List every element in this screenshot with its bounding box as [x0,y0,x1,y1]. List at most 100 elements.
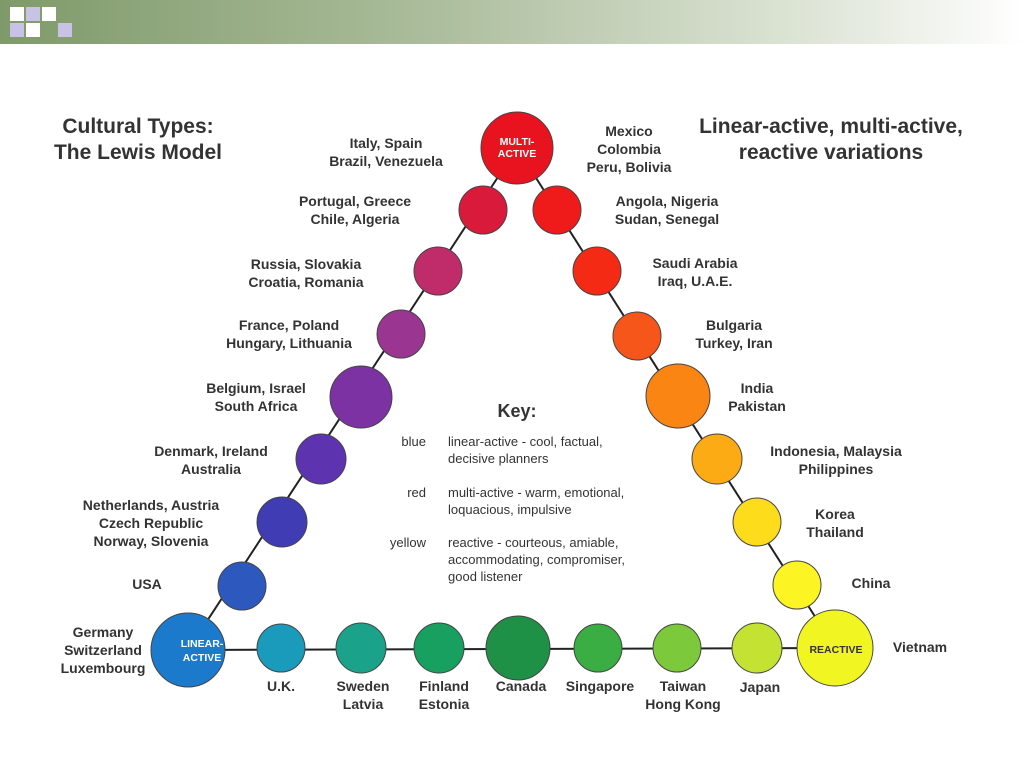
country-label-line: Peru, Bolivia [587,159,672,175]
key-description-line: loquacious, impulsive [448,502,572,517]
culture-node [772,560,822,610]
culture-node [691,433,743,485]
country-label-line: Norway, Slovenia [94,533,209,549]
country-label-line: Czech Republic [99,515,203,531]
country-label-line: Finland [419,678,469,694]
key-title: Key: [497,401,536,421]
country-label-line: Singapore [566,678,635,694]
country-label-line: Thailand [806,524,864,540]
title-right: Linear-active, multi-active,reactive var… [699,115,963,164]
country-label-line: Taiwan [660,678,706,694]
country-label: Japan [740,679,780,695]
key-description-line: decisive planners [448,451,549,466]
country-label-line: Hong Kong [645,696,720,712]
country-label-line: Germany [73,624,134,640]
culture-node [256,623,306,673]
reactive-label: REACTIVE [809,644,862,656]
country-label-line: Saudi Arabia [652,255,737,271]
country-label: U.K. [267,678,295,694]
culture-node [217,561,267,611]
country-label-line: Australia [181,461,241,477]
country-label-line: China [852,575,891,591]
key-description: linear-active - cool, factual, decisive p… [448,434,603,466]
culture-node [573,623,623,673]
decor-square [26,7,40,21]
decor-square [42,7,56,21]
title-left-line: The Lewis Model [54,141,222,164]
country-label-line: Brazil, Venezuela [329,153,443,169]
country-label-line: Netherlands, Austria [83,497,220,513]
culture-node [732,497,782,547]
key-description-line: accommodating, compromiser, [448,552,625,567]
country-label-line: Philippines [799,461,874,477]
culture-node [645,363,711,429]
key-description-line: reactive - courteous, amiable, [448,535,619,550]
culture-node [458,185,508,235]
key-color-word: red [407,485,426,500]
country-label: Singapore [566,678,635,694]
country-label-line: Latvia [343,696,384,712]
key-description-line: good listener [448,569,523,584]
country-label-line: Japan [740,679,780,695]
culture-node [413,246,463,296]
country-label-line: Russia, Slovakia [251,256,362,272]
reactive-label-line: REACTIVE [809,644,862,656]
country-label-line: Vietnam [893,639,947,655]
reactive-vertex [796,609,874,687]
country-label-line: Portugal, Greece [299,193,411,209]
country-label: China [852,575,891,591]
key-description-line: linear-active - cool, factual, [448,434,603,449]
country-label-line: Turkey, Iran [695,335,772,351]
decor-square [10,7,24,21]
country-label: Vietnam [893,639,947,655]
multi-active-label-line: ACTIVE [498,148,537,160]
linear-active-vertex [150,612,226,688]
culture-node [731,622,783,674]
country-label-line: USA [132,576,162,592]
culture-node [295,433,347,485]
culture-node [256,496,308,548]
decor-square [58,23,72,37]
country-label-line: South Africa [215,398,298,414]
country-label-line: Sudan, Senegal [615,211,719,227]
multi-active-label: MULTI-ACTIVE [498,136,537,160]
culture-node [413,622,465,674]
title-left: Cultural Types:The Lewis Model [54,115,222,164]
linear-active-label: LINEAR-ACTIVE [181,638,224,664]
country-label-line: Sweden [337,678,390,694]
country-label-line: U.K. [267,678,295,694]
culture-node [652,623,702,673]
country-label-line: Hungary, Lithuania [226,335,352,351]
country-label-line: Belgium, Israel [206,380,306,396]
country-label-line: Italy, Spain [350,135,423,151]
country-label-line: Denmark, Ireland [154,443,268,459]
culture-node [376,309,426,359]
country-label-line: India [741,380,774,396]
key-color-word: blue [401,434,426,449]
culture-node [335,622,387,674]
country-label: Canada [496,678,547,694]
country-label-line: Croatia, Romania [248,274,363,290]
culture-node [572,246,622,296]
country-label-line: Colombia [597,141,661,157]
slide-header-bar [0,0,1024,44]
